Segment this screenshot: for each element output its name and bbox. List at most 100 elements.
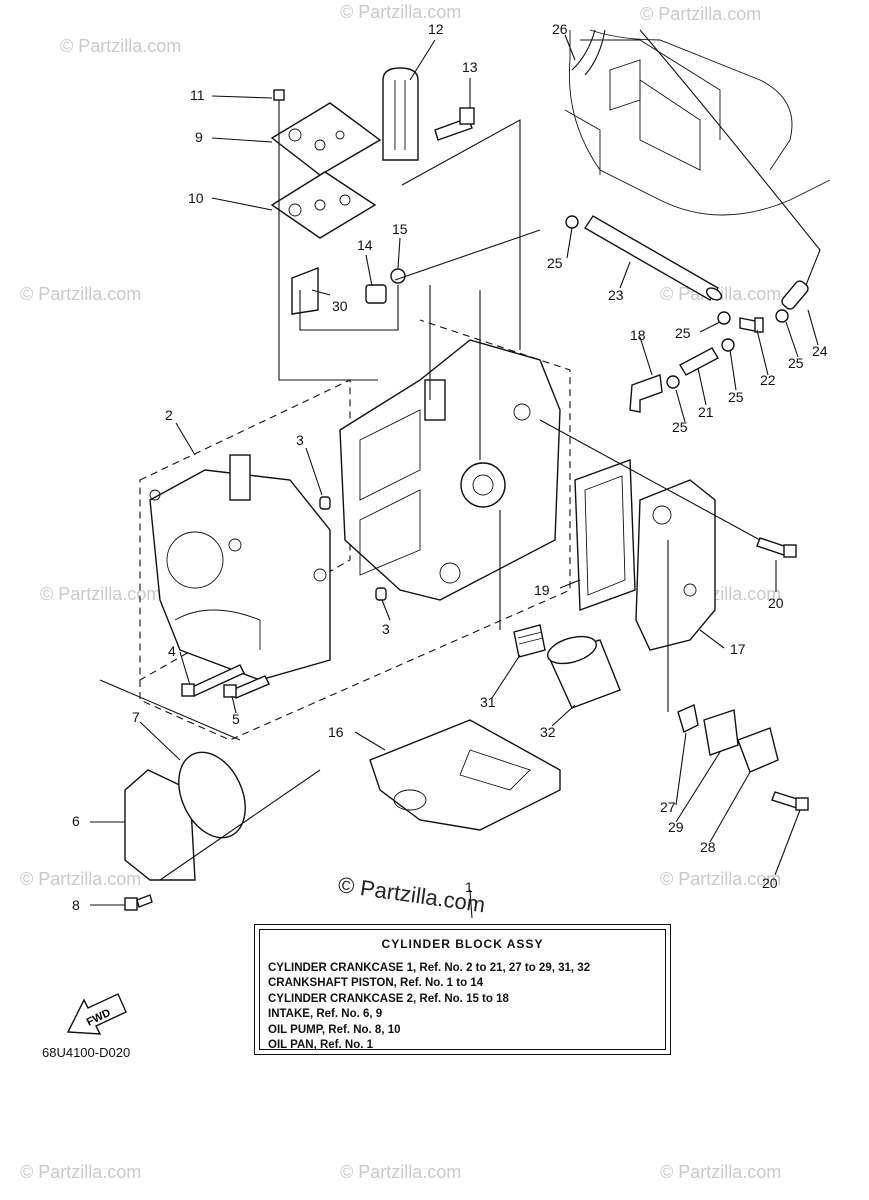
part-label-22: 22 [760,372,776,388]
crankcase-2 [149,454,331,681]
diagram-code: 68U4100-D020 [42,1045,131,1060]
part-label-25: 25 [547,255,563,271]
legend-line: CYLINDER CRANKCASE 1, Ref. No. 2 to 21, … [268,962,591,974]
part-label-25c: 25 [728,389,744,405]
assembly-boundary-left [139,379,351,681]
bolt-20 [756,537,797,558]
part-label-25b: 25 [675,325,691,341]
watermark-text: © Partzilla.com [20,284,141,304]
gasket-10 [270,171,377,239]
crankcase-cover-17 [635,479,716,651]
part-label-3b: 3 [382,621,390,637]
part-label-23: 23 [608,287,624,303]
watermark-text: © Partzilla.com [40,584,161,604]
forward-direction-arrow: FWD [66,993,127,1035]
part-label-32: 32 [540,724,556,740]
gasket-19 [574,459,636,611]
watermark-text: © Partzilla.com [340,2,461,22]
part-label-12: 12 [428,21,444,37]
oil-pan-gasket-16 [369,719,561,831]
part-label-2: 2 [165,407,173,423]
watermark-text: © Partzilla.com [640,4,761,24]
legend-line: OIL PUMP, Ref. No. 8, 10 [268,1023,401,1036]
joint-22 [739,317,764,333]
bracket-12 [382,67,419,161]
watermark-text: © Partzilla.com [660,869,781,889]
part-label-11: 11 [190,87,205,103]
part-label-15: 15 [392,221,408,237]
part-label-21: 21 [698,404,714,420]
o-ring-7 [178,751,246,839]
part-label-30: 30 [332,298,348,314]
part-label-4: 4 [168,643,176,659]
pipe-21 [679,347,719,376]
gasket-29 [703,709,739,756]
part-label-27: 27 [660,799,676,815]
bolt-20 [771,791,809,811]
part-label-29: 29 [668,819,684,835]
part-label-3: 3 [296,432,304,448]
part-label-10: 10 [188,190,204,206]
part-number-labels: 1 2 3 3 4 5 6 7 8 9 10 11 12 13 14 15 16… [72,21,828,913]
part-label-9: 9 [195,129,203,145]
part-label-19: 19 [534,582,550,598]
gasket-hole [393,789,427,811]
watermark-text: © Partzilla.com [20,1162,141,1182]
watermark-text: © Partzilla.com [60,36,181,56]
hose-24 [639,29,821,301]
part-label-14: 14 [357,237,373,253]
bolt-11 [273,89,285,118]
part-label-8: 8 [72,897,80,913]
legend-lines: CYLINDER CRANKCASE 1, Ref. No. 2 to 21, … [268,961,590,1053]
dowel-pin-3 [319,496,331,510]
bolt-4 [181,664,245,697]
part-label-17: 17 [730,641,746,657]
part-label-6: 6 [72,813,80,829]
watermark-text: © Partzilla.com [20,869,141,889]
part-label-7: 7 [132,709,140,725]
part-label-20: 20 [768,595,784,611]
thermostat-27 [677,704,699,733]
watermark-text: © Partzilla.com [340,1162,461,1182]
part-label-26: 26 [552,21,568,37]
part-label-1: 1 [465,879,473,895]
part-label-31: 31 [480,694,496,710]
part-label-24: 24 [812,343,828,359]
legend-line: CYLINDER CRANKCASE 2, Ref. No. 15 to 18 [268,992,509,1005]
cylinder-block [339,339,561,601]
bolt-5 [223,675,270,699]
cover-plate-9 [270,102,382,176]
hose-24-end [781,280,809,310]
legend-inner-frame: CYLINDER BLOCK ASSY CYLINDER CRANKCASE 1… [259,929,666,1053]
legend-line: INTAKE, Ref. No. 6, 9 [268,1008,383,1021]
legend-box: CYLINDER BLOCK ASSY CYLINDER CRANKCASE 1… [254,924,671,1055]
part-label-20b: 20 [762,875,778,891]
joint-18 [629,374,663,413]
legend-title: CYLINDER BLOCK ASSY [381,937,544,951]
hose-clamps [565,215,789,389]
oil-filter-32 [547,635,621,709]
sleeve-30 [291,266,319,315]
part-label-28: 28 [700,839,716,855]
legend-line: OIL PAN, Ref. No. 1 [268,1039,374,1052]
bolt-8 [124,894,153,911]
thermostat-cover-28 [737,727,779,773]
pipe-23 [584,215,723,301]
plug-14 [365,284,387,304]
guide-lines [99,118,761,881]
leader-lines [90,34,819,919]
dowel-pin-3 [375,587,387,601]
hose-26-outline [584,29,606,76]
part-label-25e: 25 [788,355,804,371]
part-label-13: 13 [462,59,478,75]
gasket-19-inner [584,475,626,596]
hose-26 [571,29,596,71]
gasket-cutout [459,749,531,791]
part-label-25d: 25 [672,419,688,435]
watermark-text: © Partzilla.com [660,1162,781,1182]
washer-15 [390,268,406,284]
spring-31 [513,624,546,658]
intake-cover-6 [124,769,196,881]
part-label-16: 16 [328,724,344,740]
